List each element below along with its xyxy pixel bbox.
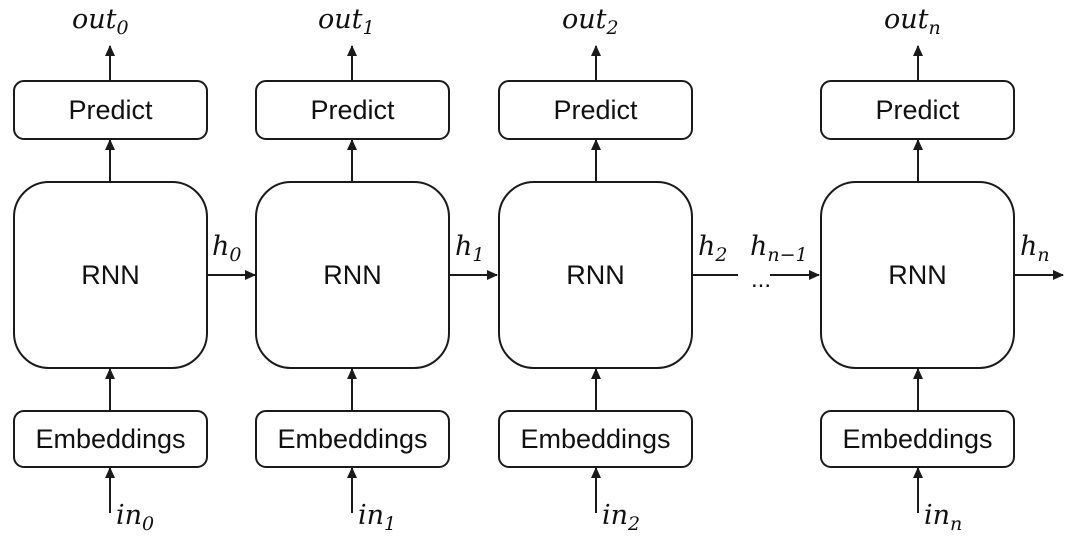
rnn-box-2: RNN (498, 181, 693, 369)
input-label-1: in1 (358, 500, 397, 535)
rnn-label: RNN (566, 259, 625, 290)
hidden-label-1: h1 (455, 231, 485, 266)
hidden-label-n: hn (1020, 231, 1050, 266)
predict-label: Predict (553, 94, 638, 125)
embeddings-box-0: Embeddings (13, 410, 208, 468)
rnn-label: RNN (323, 259, 382, 290)
hidden-label-incoming-n: hn−1 (750, 231, 808, 266)
input-label-2: in2 (602, 500, 641, 535)
predict-box-0: Predict (13, 80, 208, 140)
embeddings-label: Embeddings (35, 423, 186, 454)
predict-box-n: Predict (820, 80, 1015, 140)
rnn-box-n: RNN (820, 181, 1015, 369)
predict-label: Predict (310, 94, 395, 125)
predict-box-1: Predict (255, 80, 450, 140)
embeddings-box-1: Embeddings (255, 410, 450, 468)
rnn-box-1: RNN (255, 181, 450, 369)
rnn-label: RNN (888, 259, 947, 290)
rnn-box-0: RNN (13, 181, 208, 369)
input-label-0: in0 (116, 500, 155, 535)
predict-label: Predict (68, 94, 153, 125)
hidden-label-0: h0 (212, 231, 242, 266)
embeddings-label: Embeddings (520, 423, 671, 454)
rnn-label: RNN (81, 259, 140, 290)
embeddings-label: Embeddings (842, 423, 993, 454)
ellipsis: ... (751, 266, 772, 293)
embeddings-label: Embeddings (277, 423, 428, 454)
embeddings-box-n: Embeddings (820, 410, 1015, 468)
output-label-1: out1 (318, 4, 375, 39)
embeddings-box-2: Embeddings (498, 410, 693, 468)
output-label-2: out2 (562, 4, 619, 39)
output-label-0: out0 (72, 4, 129, 39)
predict-label: Predict (875, 94, 960, 125)
output-label-n: outn (884, 4, 941, 39)
predict-box-2: Predict (498, 80, 693, 140)
hidden-label-2: h2 (698, 231, 728, 266)
input-label-n: inn (924, 500, 963, 535)
